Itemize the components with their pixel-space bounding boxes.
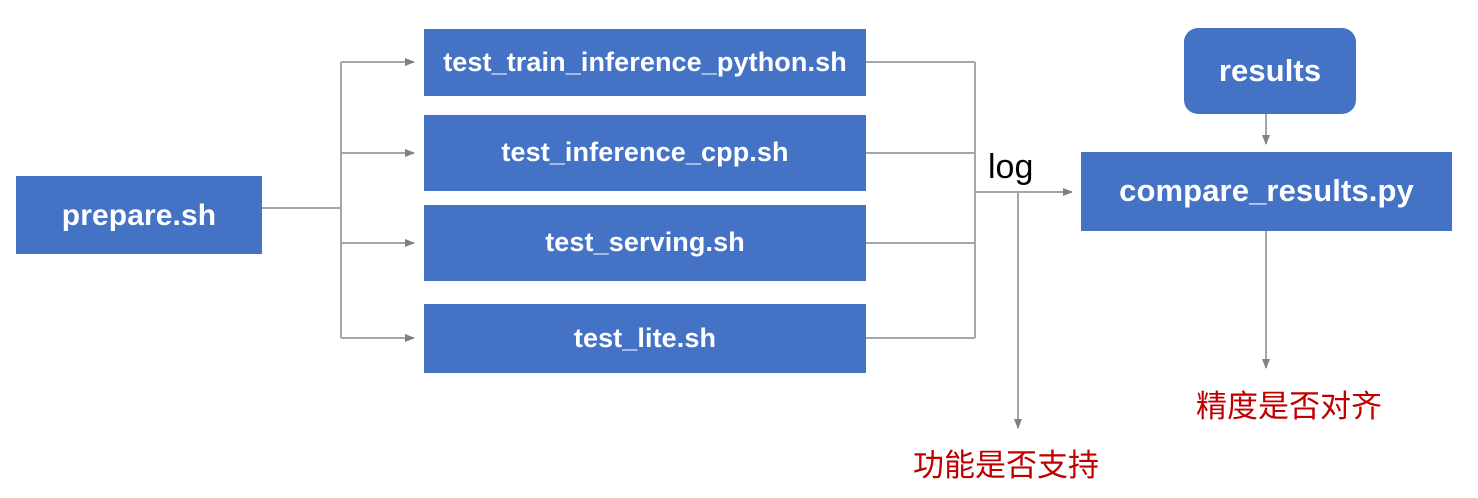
note-function-supported: 功能是否支持 [913,448,1099,483]
node-prepare-sh[interactable]: prepare.sh [16,176,262,254]
edge-label-log: log [988,148,1034,186]
node-test-lite-sh[interactable]: test_lite.sh [424,304,866,373]
node-compare-results-py[interactable]: compare_results.py [1081,152,1452,231]
node-test-serving-sh[interactable]: test_serving.sh [424,205,866,281]
note-precision-aligned: 精度是否对齐 [1196,389,1382,424]
node-test-train-inference-python-sh[interactable]: test_train_inference_python.sh [424,29,866,96]
node-test-inference-cpp-sh[interactable]: test_inference_cpp.sh [424,115,866,191]
node-results[interactable]: results [1184,28,1356,114]
